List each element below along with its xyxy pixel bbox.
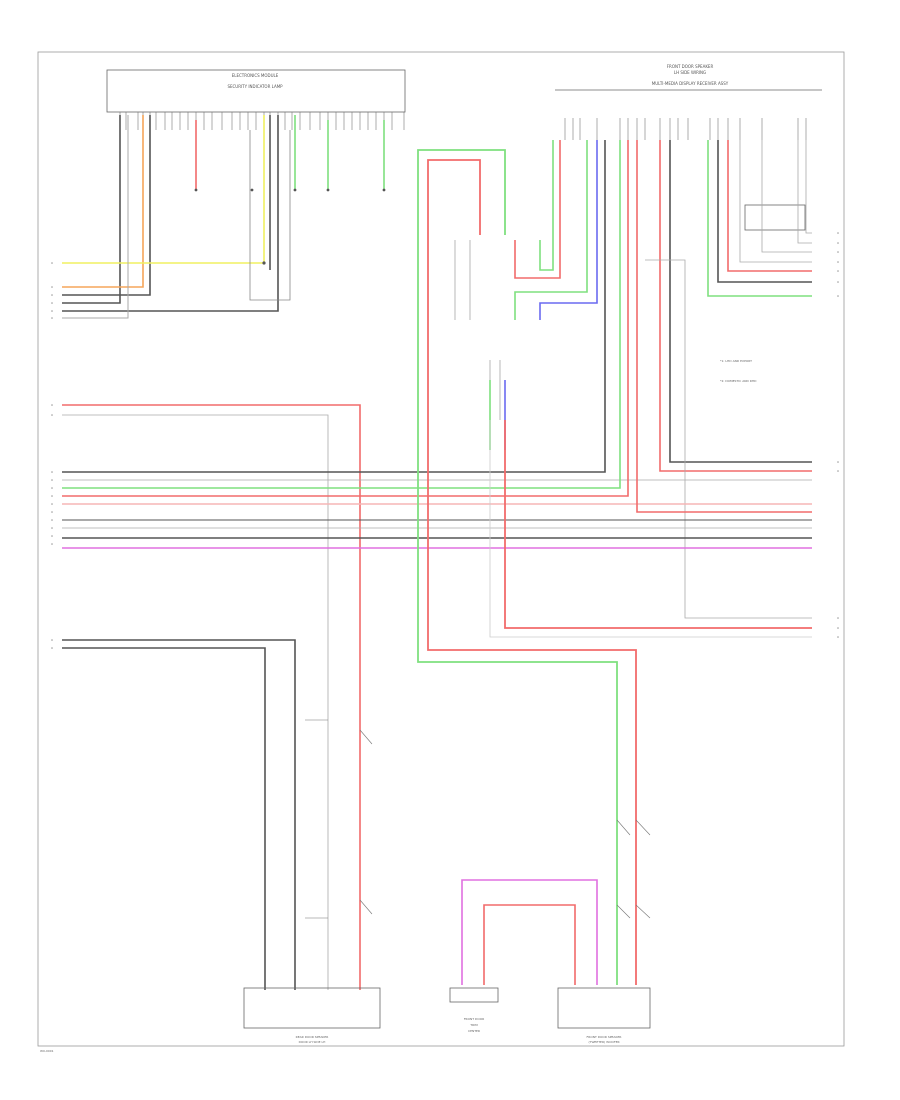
wire-black-drop-4 <box>62 115 279 312</box>
front-trim-box <box>449 987 499 1003</box>
rear-speaker-wires <box>62 639 296 990</box>
wire-green-loop <box>417 149 618 985</box>
front-trim-label-3: CENTER <box>468 1029 480 1033</box>
front-trim-label-1: FRONT DOOR <box>464 1017 484 1021</box>
receiver-title-3: MULTI-MEDIA DISPLAY RECEIVER ASSY <box>652 81 729 86</box>
wire-red-loop <box>427 159 637 985</box>
trim-center-wires <box>489 140 598 450</box>
rear-speaker-label-2: DOOR LH SIDE LH <box>299 1040 326 1044</box>
diagram-code: W0-0001 <box>40 1049 54 1053</box>
wire-gray-r3 <box>797 140 812 244</box>
security-module-title: ELECTRONICS MODULE <box>232 73 279 78</box>
left-stub-markers <box>51 262 53 649</box>
wire-black-drop-2 <box>62 115 151 296</box>
right-stub-markers <box>837 232 839 638</box>
wire-black-rear-2 <box>62 647 266 990</box>
trim-center <box>454 140 598 450</box>
wire-gray-r5 <box>645 259 812 619</box>
front-trim-label-2: TRIM <box>469 1023 478 1027</box>
wire-red-r1 <box>727 140 812 272</box>
long-loops <box>417 149 812 985</box>
wire-red-h4 <box>62 140 629 497</box>
security-splice-dots <box>194 188 386 265</box>
rear-door-speaker: REAR DOOR SPEAKER DOOR LH SIDE LH <box>62 639 381 1044</box>
connector-note: *1: LHD AND EXPORT *2: DOMESTIC AND RHD <box>720 204 806 383</box>
wire-gray-r4 <box>805 140 812 234</box>
wire-yellow-drop <box>62 115 265 264</box>
wire-green-trim-2 <box>514 140 588 320</box>
wire-gray-mid <box>489 420 812 638</box>
security-module-wires <box>62 115 385 319</box>
wire-gray-harness-top <box>62 414 329 990</box>
security-module-subtitle: SECURITY INDICATOR LAMP <box>227 84 283 89</box>
wire-black-h1 <box>62 140 606 473</box>
wire-black-r1 <box>717 140 812 283</box>
wire-red-trim <box>514 140 561 279</box>
rear-speaker-splices <box>305 719 373 919</box>
wire-red-r2 <box>659 140 812 472</box>
connector-note-line1: *1: LHD AND EXPORT <box>720 359 752 363</box>
wire-black-rear-1 <box>62 639 296 990</box>
wire-magenta-trim <box>461 879 598 985</box>
receiver-wires <box>645 140 812 619</box>
wire-orange-drop <box>62 115 144 288</box>
wire-gray-r1 <box>739 140 812 263</box>
wire-gray-drop-1 <box>62 115 129 319</box>
wire-green-trim <box>539 140 554 271</box>
diagram-frame <box>37 51 845 1047</box>
rear-speaker-box <box>243 987 381 1029</box>
security-module-pins <box>119 112 405 130</box>
receiver-pins <box>564 118 807 140</box>
receiver-title-1: FRONT DOOR SPEAKER <box>667 64 714 69</box>
wire-red-h2-ext <box>636 140 812 513</box>
front-tweeter: FRONT DOOR SPEAKER (TWEETER) WOOFER <box>557 819 651 1044</box>
connector-note-box <box>744 204 806 231</box>
wire-red-mid <box>504 420 812 629</box>
wire-gray-r2 <box>761 140 812 253</box>
front-tweeter-label-1: FRONT DOOR SPEAKER <box>587 1035 622 1039</box>
connector-note-line2: *2: DOMESTIC AND RHD <box>720 379 757 383</box>
wire-gray-drop-2 <box>249 130 291 301</box>
wire-green-h3 <box>62 140 621 489</box>
main-harness <box>62 140 812 990</box>
receiver-title-2: LH SIDE WIRING <box>674 70 706 75</box>
wire-black-r2 <box>669 140 812 463</box>
wire-green-r1 <box>707 140 812 297</box>
trim-center-pins <box>454 240 501 420</box>
wire-red-trim-low <box>483 904 576 985</box>
security-module: ELECTRONICS MODULE SECURITY INDICATOR LA… <box>62 69 406 319</box>
wire-red-harness-top <box>62 404 361 990</box>
front-tweeter-label-2: (TWEETER) WOOFER <box>588 1040 619 1044</box>
multimedia-receiver: FRONT DOOR SPEAKER LH SIDE WIRING MULTI-… <box>555 64 822 140</box>
wire-blue-trim <box>539 140 598 320</box>
front-tweeter-box <box>557 987 651 1029</box>
rear-speaker-label-1: REAR DOOR SPEAKER <box>296 1035 329 1039</box>
wire-black-drop-1 <box>62 115 121 304</box>
front-trim-connector: FRONT DOOR TRIM CENTER <box>449 879 598 1033</box>
front-tweeter-pins <box>616 819 651 919</box>
